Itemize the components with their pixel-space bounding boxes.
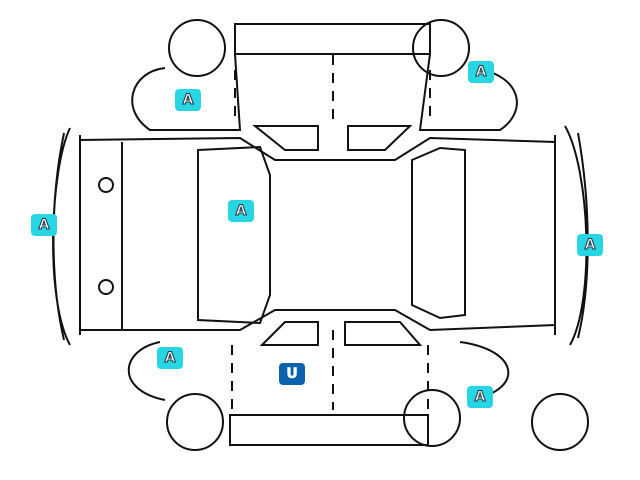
car-bottom-side (127, 321, 589, 451)
marker-rear-left-fender[interactable]: A (157, 347, 183, 369)
marker-left-front-door[interactable]: U (279, 363, 305, 385)
marker-windshield[interactable]: A (228, 200, 254, 222)
marker-front-right-fender[interactable]: A (468, 61, 494, 83)
marker-front-left-fender[interactable]: A (175, 89, 201, 111)
car-top-side (131, 19, 518, 151)
marker-rear-bumper[interactable]: A (577, 234, 603, 256)
marker-front-bumper[interactable]: A (31, 214, 57, 236)
marker-rear-right-fender[interactable]: A (467, 386, 493, 408)
car-body (52, 125, 589, 346)
